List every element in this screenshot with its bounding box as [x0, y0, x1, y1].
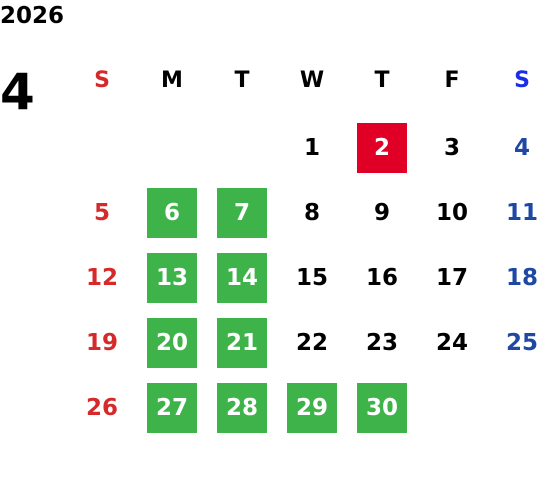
highlighted-day-cell: 6: [137, 180, 207, 245]
highlighted-day-cell: 30: [347, 375, 417, 440]
weekday-wed: W: [299, 67, 325, 93]
day-cell: 1: [277, 115, 347, 180]
day-cell: 16: [347, 245, 417, 310]
day-cell: 23: [347, 310, 417, 375]
holiday-day-cell: 2: [347, 115, 417, 180]
day-cell: 24: [417, 310, 487, 375]
day-cell: 10: [417, 180, 487, 245]
empty-day-cell: [417, 375, 487, 440]
empty-day-cell: [207, 115, 277, 180]
day-cell: 11: [487, 180, 548, 245]
day-cell: 22: [277, 310, 347, 375]
day-number: 10: [435, 199, 468, 226]
day-number: 17: [435, 264, 468, 291]
day-number: 2: [357, 122, 407, 173]
day-number: 22: [295, 329, 328, 356]
highlighted-day-cell: 20: [137, 310, 207, 375]
highlighted-day-cell: 7: [207, 180, 277, 245]
day-cell: 19: [67, 310, 137, 375]
weekday-sun: S: [94, 67, 110, 93]
day-number: 4: [513, 134, 530, 161]
weekday-fri: F: [444, 67, 460, 93]
day-number: 19: [85, 329, 118, 356]
weekday-mon: M: [161, 67, 183, 93]
weekday-sat: S: [514, 67, 530, 93]
day-number: 12: [85, 264, 118, 291]
day-cell: 15: [277, 245, 347, 310]
day-cell: 25: [487, 310, 548, 375]
day-number: 8: [303, 199, 320, 226]
day-number: 16: [365, 264, 398, 291]
day-number: 18: [505, 264, 538, 291]
day-cell: 12: [67, 245, 137, 310]
day-number: 27: [147, 382, 197, 433]
day-number: 24: [435, 329, 468, 356]
day-cell: 5: [67, 180, 137, 245]
day-number: 5: [93, 199, 110, 226]
day-number: 26: [85, 394, 118, 421]
year-label: 2026: [0, 3, 65, 29]
day-cell: 18: [487, 245, 548, 310]
highlighted-day-cell: 14: [207, 245, 277, 310]
day-number: 21: [217, 317, 267, 368]
day-number: 25: [505, 329, 538, 356]
day-number: 20: [147, 317, 197, 368]
day-number: 23: [365, 329, 398, 356]
day-number: 30: [357, 382, 407, 433]
day-number: 11: [505, 199, 538, 226]
month-label: 4: [0, 63, 35, 121]
highlighted-day-cell: 21: [207, 310, 277, 375]
day-number: 13: [147, 252, 197, 303]
day-number: 7: [217, 187, 267, 238]
empty-day-cell: [137, 115, 207, 180]
day-number: 14: [217, 252, 267, 303]
day-cell: 4: [487, 115, 548, 180]
day-cell: 9: [347, 180, 417, 245]
day-cell: 17: [417, 245, 487, 310]
day-number: 15: [295, 264, 328, 291]
day-number: 1: [303, 134, 320, 161]
weekday-tue: T: [234, 67, 250, 93]
highlighted-day-cell: 28: [207, 375, 277, 440]
day-number: 28: [217, 382, 267, 433]
day-number: 3: [443, 134, 460, 161]
day-number: 6: [147, 187, 197, 238]
highlighted-day-cell: 27: [137, 375, 207, 440]
empty-day-cell: [487, 375, 548, 440]
highlighted-day-cell: 29: [277, 375, 347, 440]
weekday-thu: T: [374, 67, 390, 93]
empty-day-cell: [67, 115, 137, 180]
highlighted-day-cell: 13: [137, 245, 207, 310]
calendar-grid: S M T W T F S 1 2 3 4 5 6 7 8 9 10 11 12…: [67, 45, 548, 440]
day-number: 29: [287, 382, 337, 433]
day-cell: 3: [417, 115, 487, 180]
day-number: 9: [373, 199, 390, 226]
day-cell: 8: [277, 180, 347, 245]
day-cell: 26: [67, 375, 137, 440]
